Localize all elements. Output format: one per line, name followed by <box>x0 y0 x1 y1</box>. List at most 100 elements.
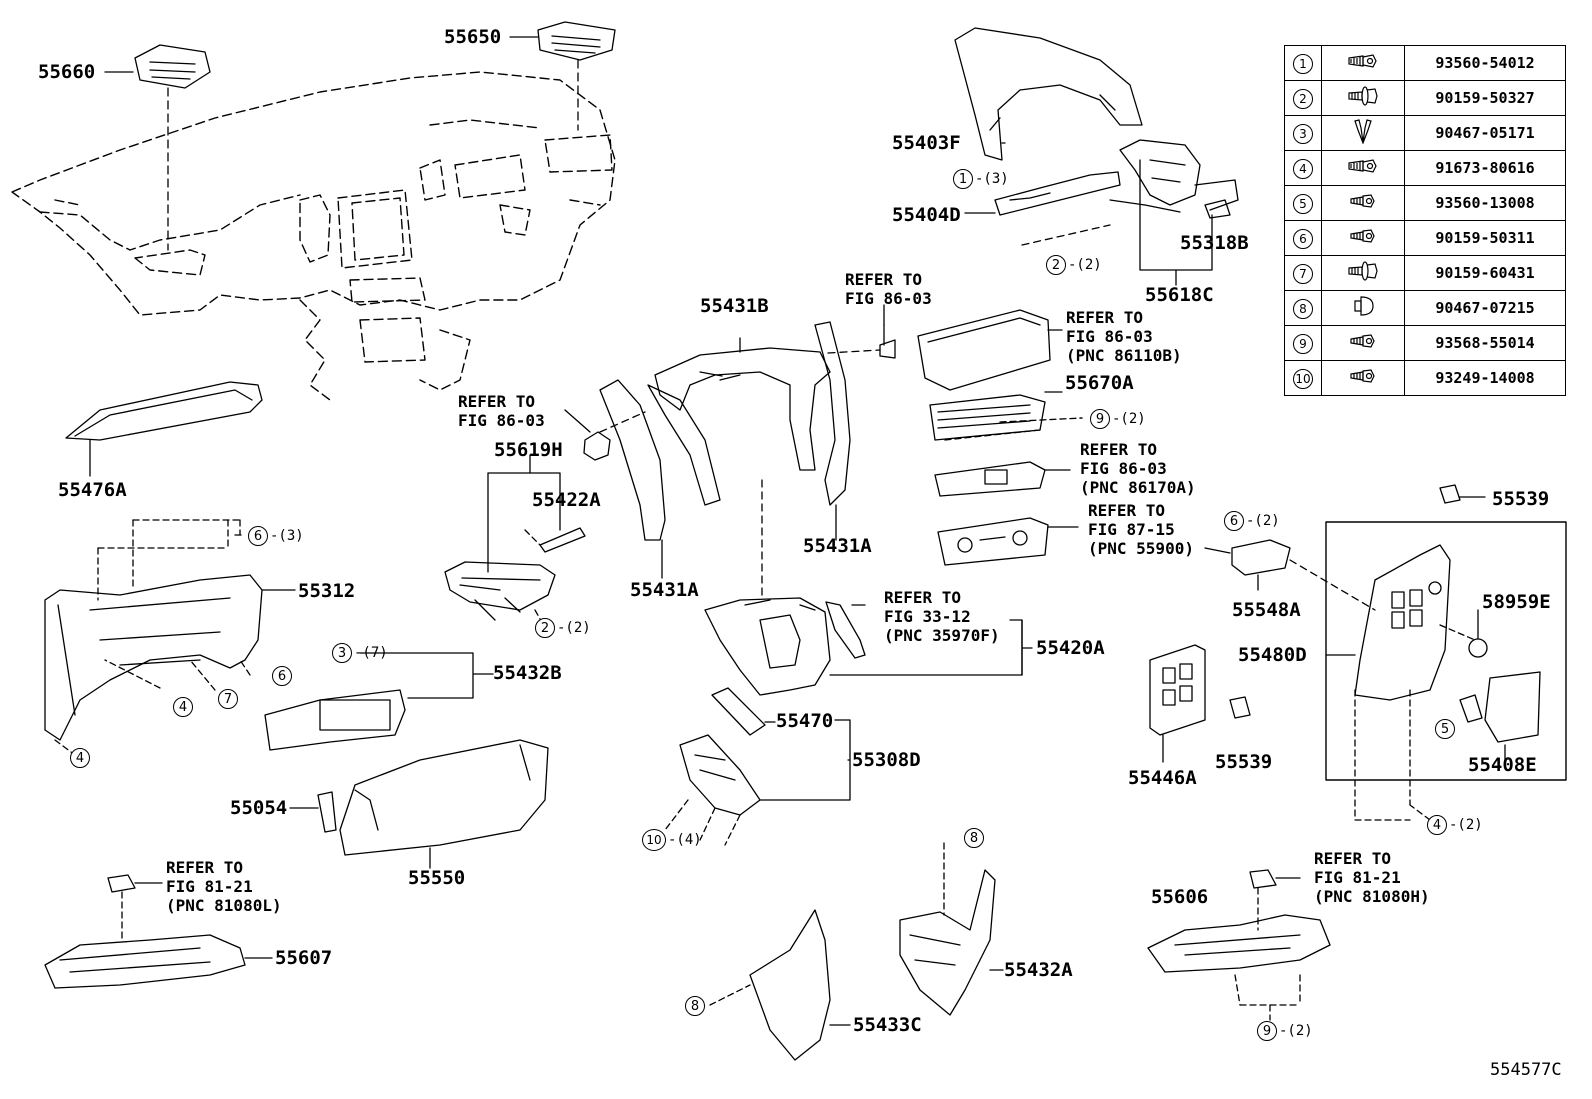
trim-55422A <box>539 527 586 553</box>
part-label-58959E: 58959E <box>1482 591 1551 613</box>
box-55308D <box>679 734 761 816</box>
callout-11: 4 <box>70 748 92 768</box>
lower-panel-55312 <box>44 574 263 741</box>
fastener-ref-circle: 5 <box>1293 193 1313 214</box>
glove-box-55550 <box>339 739 549 856</box>
part-label-55606: 55606 <box>1151 886 1209 908</box>
screw-icon <box>1321 220 1405 256</box>
callout-16: 8 <box>685 996 707 1016</box>
sensor-35970F <box>825 601 866 659</box>
callout-17: 9-(2) <box>1257 1021 1313 1041</box>
display-86110B <box>917 309 1051 391</box>
callout-3: 9-(2) <box>1090 409 1146 429</box>
clip-icon <box>1321 115 1405 151</box>
trim-55432B <box>264 689 406 751</box>
part-label-55432B: 55432B <box>493 662 562 684</box>
part-label-55550: 55550 <box>408 867 466 889</box>
air-vent-55650 <box>537 21 616 61</box>
part-label-55054: 55054 <box>230 797 288 819</box>
part-label-55308D: 55308D <box>852 749 921 771</box>
subassembly-frame <box>1325 521 1567 781</box>
trim-55431A-left <box>599 379 721 541</box>
switch-55548A <box>1231 539 1291 576</box>
panel-55619H <box>444 561 556 621</box>
connector-81080H <box>1249 869 1277 889</box>
part-label-55650: 55650 <box>444 26 502 48</box>
part-label-55432A: 55432A <box>1004 959 1073 981</box>
flange-screw-icon <box>1321 255 1405 291</box>
part-label-55670A: 55670A <box>1065 372 1134 394</box>
screw-icon <box>1321 185 1405 221</box>
bolt-icon <box>1321 45 1405 81</box>
flange-screw-icon <box>1321 80 1405 116</box>
fastener-row: 9 93568-55014 <box>1284 325 1566 361</box>
mat-55470 <box>711 687 766 736</box>
fastener-ref-circle: 9 <box>1293 333 1313 354</box>
part-label-55539-top: 55539 <box>1492 488 1550 510</box>
fastener-ref-number: 3 <box>1284 115 1322 151</box>
part-label-55408E: 55408E <box>1468 754 1537 776</box>
fastener-row: 4 91673-80616 <box>1284 150 1566 186</box>
callout-9: 7 <box>218 689 240 709</box>
panel-55670A <box>929 394 1046 441</box>
part-label-55607: 55607 <box>275 947 333 969</box>
part-label-55431A-left: 55431A <box>630 579 699 601</box>
part-label-55431A-right: 55431A <box>803 535 872 557</box>
fastener-ref-circle: 2 <box>1293 88 1313 109</box>
part-label-55318B: 55318B <box>1180 232 1249 254</box>
trim-55431A-right <box>814 321 851 506</box>
part-label-55470: 55470 <box>776 710 834 732</box>
part-label-55618C: 55618C <box>1145 284 1214 306</box>
assembly-55618C <box>1109 139 1239 219</box>
fastener-part-number: 93568-55014 <box>1404 325 1566 361</box>
figure-id: 554577C <box>1490 1060 1562 1080</box>
air-vent-55660 <box>134 44 211 89</box>
latch-55054 <box>317 791 337 833</box>
callout-6: 2-(2) <box>535 618 591 638</box>
fastener-part-number: 93560-13008 <box>1404 185 1566 221</box>
fastener-ref-number: 2 <box>1284 80 1322 116</box>
part-label-55420A: 55420A <box>1036 637 1105 659</box>
fastener-ref-circle: 7 <box>1293 263 1313 284</box>
panel-55480D <box>1354 544 1451 701</box>
fastener-ref-number: 9 <box>1284 325 1322 361</box>
fastener-ref-number: 7 <box>1284 255 1322 291</box>
part-label-55422A: 55422A <box>532 489 601 511</box>
under-cover-55607 <box>44 934 246 989</box>
fastener-ref-number: 6 <box>1284 220 1322 256</box>
part-label-55433C: 55433C <box>853 1014 922 1036</box>
fastener-part-number: 93249-14008 <box>1404 360 1566 396</box>
lower-trim-55432A <box>899 869 996 1016</box>
cover-55403F <box>954 27 1143 161</box>
callout-8: 4 <box>173 697 195 717</box>
clip-58959E <box>1468 638 1488 658</box>
callout-12: 10-(4) <box>642 829 702 851</box>
pad-55476A <box>65 381 263 441</box>
fastener-part-number: 91673-80616 <box>1404 150 1566 186</box>
part-label-55619H: 55619H <box>494 439 563 461</box>
push-clip-icon <box>1321 290 1405 326</box>
instrument-panel-outline <box>11 71 616 401</box>
screw-icon <box>1321 325 1405 361</box>
part-label-55431B: 55431B <box>700 295 769 317</box>
part-label-55403F: 55403F <box>892 132 961 154</box>
part-label-55548A: 55548A <box>1232 599 1301 621</box>
panel-86170A <box>934 461 1046 497</box>
fastener-ref-number: 4 <box>1284 150 1322 186</box>
switch-55539-top <box>1439 484 1461 504</box>
fastener-ref-circle: 3 <box>1293 123 1313 144</box>
part-label-55404D: 55404D <box>892 204 961 226</box>
callout-13: 5 <box>1435 719 1457 739</box>
bezel-55431B <box>654 337 831 471</box>
